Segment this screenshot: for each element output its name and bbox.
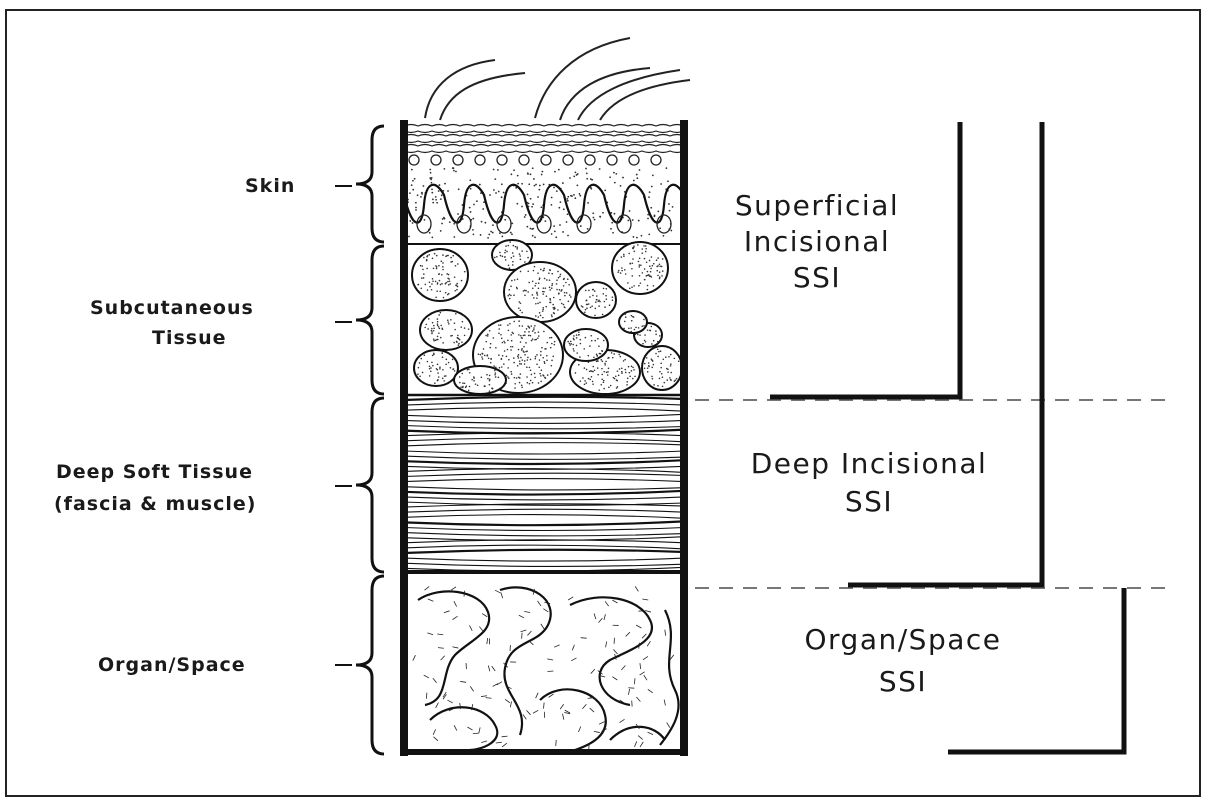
skin-brace — [356, 126, 384, 242]
tissue-layer-labels: Skin Subcutaneous Tissue Deep Soft Tissu… — [54, 175, 295, 676]
deep-soft-tissue-label-line2: (fascia & muscle) — [54, 493, 256, 515]
deep-soft-tissue-layer — [404, 397, 684, 572]
organ-space-brace — [356, 576, 384, 754]
organ-space-ssi-label-line1: Organ/Space — [805, 623, 1002, 656]
organ-space-label: Organ/Space — [98, 654, 246, 676]
organ-space-layer — [413, 586, 679, 750]
superficial-ssi-label-line1: Superficial — [735, 189, 899, 222]
layer-braces — [356, 126, 384, 754]
tissue-column — [404, 120, 684, 756]
superficial-ssi-bracket — [770, 122, 960, 397]
deep-soft-tissue-brace — [356, 398, 384, 572]
skin-layer — [404, 122, 684, 244]
superficial-ssi-label-line3: SSI — [793, 261, 841, 294]
boundary-dashed-lines — [695, 400, 1170, 588]
subcutaneous-label-line1: Subcutaneous — [90, 297, 254, 319]
superficial-ssi-label-line2: Incisional — [744, 225, 890, 258]
deep-ssi-label-line1: Deep Incisional — [751, 447, 988, 480]
subcutaneous-layer — [404, 240, 684, 395]
subcutaneous-brace — [356, 246, 384, 394]
deep-ssi-label-line2: SSI — [845, 485, 893, 518]
organ-space-ssi-label-line2: SSI — [879, 665, 927, 698]
organ-space-ssi-bracket — [948, 588, 1124, 752]
subcutaneous-label-line2: Tissue — [152, 327, 227, 349]
label-tick-marks — [335, 186, 352, 665]
hair-strands — [425, 38, 690, 120]
deep-soft-tissue-label-line1: Deep Soft Tissue — [56, 461, 253, 483]
skin-label: Skin — [245, 175, 295, 197]
